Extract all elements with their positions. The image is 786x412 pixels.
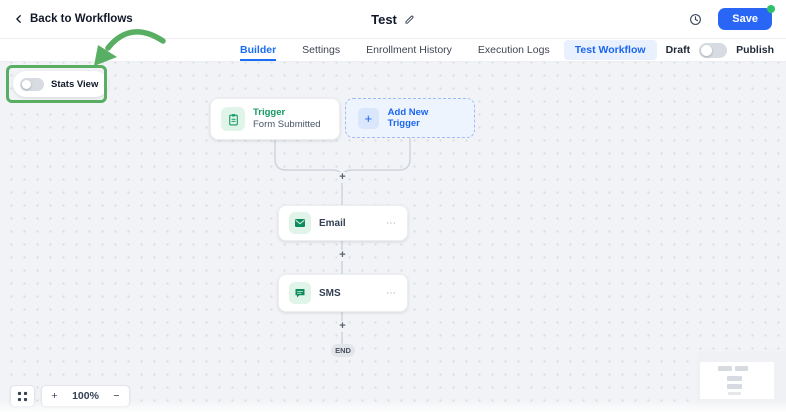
sms-node[interactable]: SMS ⋯ [278, 274, 408, 312]
workflow-title-group: Test [371, 12, 415, 27]
add-step-button-2[interactable]: + [337, 250, 348, 261]
minimap-node [727, 376, 742, 381]
add-new-trigger-button[interactable]: + Add New Trigger [345, 98, 475, 138]
tab-bar: Builder Settings Enrollment History Exec… [0, 39, 786, 62]
back-label: Back to Workflows [30, 13, 133, 25]
end-node: END [331, 344, 355, 357]
node-menu-icon[interactable]: ⋯ [386, 217, 397, 229]
zoom-controls: + 100% − [41, 385, 130, 407]
trigger-node-title: Trigger [253, 106, 286, 118]
stats-view-toggle[interactable] [20, 77, 44, 91]
add-new-trigger-label: Add New Trigger [387, 107, 429, 129]
tab-settings[interactable]: Settings [302, 44, 341, 56]
fit-view-button[interactable] [10, 385, 35, 407]
toggle-knob [701, 44, 713, 56]
add-step-button-1[interactable]: + [337, 172, 348, 183]
clipboard-icon [221, 107, 245, 131]
history-button[interactable] [689, 13, 702, 26]
plus-icon: + [358, 107, 379, 129]
trigger-node-text: Trigger Form Submitted [253, 107, 321, 132]
toggle-knob [22, 79, 31, 89]
tab-enrollment-history[interactable]: Enrollment History [366, 44, 452, 56]
minimap-node [727, 384, 742, 389]
email-node-label: Email [319, 217, 346, 229]
tabs: Builder Settings Enrollment History Exec… [240, 39, 550, 61]
unsaved-changes-badge [767, 5, 775, 13]
email-node[interactable]: Email ⋯ [278, 205, 408, 241]
zoom-level: 100% [72, 390, 99, 402]
minimap[interactable] [697, 351, 786, 412]
trigger-node[interactable]: Trigger Form Submitted [210, 98, 340, 140]
publish-label: Publish [736, 44, 774, 56]
save-label: Save [732, 13, 758, 25]
minimap-node [735, 366, 748, 371]
workflow-canvas[interactable]: + + + Stats View Trigger Form Submitted … [0, 62, 786, 412]
add-step-button-3[interactable]: + [337, 321, 348, 332]
tab-execution-logs[interactable]: Execution Logs [477, 44, 550, 56]
stats-view-control[interactable]: Stats View [13, 71, 109, 97]
sms-node-label: SMS [319, 287, 341, 299]
minimap-viewport [700, 362, 774, 399]
minimap-node [718, 366, 732, 371]
minimap-node [728, 392, 741, 395]
zoom-in-button[interactable]: + [51, 390, 58, 402]
trigger-node-subtitle: Form Submitted [253, 119, 321, 130]
edit-icon[interactable] [404, 14, 415, 25]
back-to-workflows-button[interactable]: Back to Workflows [14, 13, 133, 25]
zoom-out-button[interactable]: − [113, 390, 120, 402]
draft-publish-toggle[interactable] [699, 42, 728, 58]
node-menu-icon[interactable]: ⋯ [386, 287, 397, 299]
test-workflow-button[interactable]: Test Workflow [563, 40, 657, 60]
fit-view-icon [17, 391, 28, 401]
tab-builder[interactable]: Builder [240, 39, 277, 61]
history-icon [690, 13, 702, 25]
tab-bar-actions: Test Workflow Draft Publish [563, 40, 774, 60]
email-icon [289, 212, 311, 234]
save-button[interactable]: Save [718, 5, 775, 30]
workflow-title: Test [371, 11, 397, 27]
top-bar: Back to Workflows Test Save [0, 0, 786, 39]
top-bar-right: Save [689, 5, 775, 30]
sms-icon [289, 282, 311, 304]
stats-view-label: Stats View [51, 78, 99, 90]
chevron-left-icon [16, 15, 21, 24]
draft-label: Draft [665, 44, 691, 56]
